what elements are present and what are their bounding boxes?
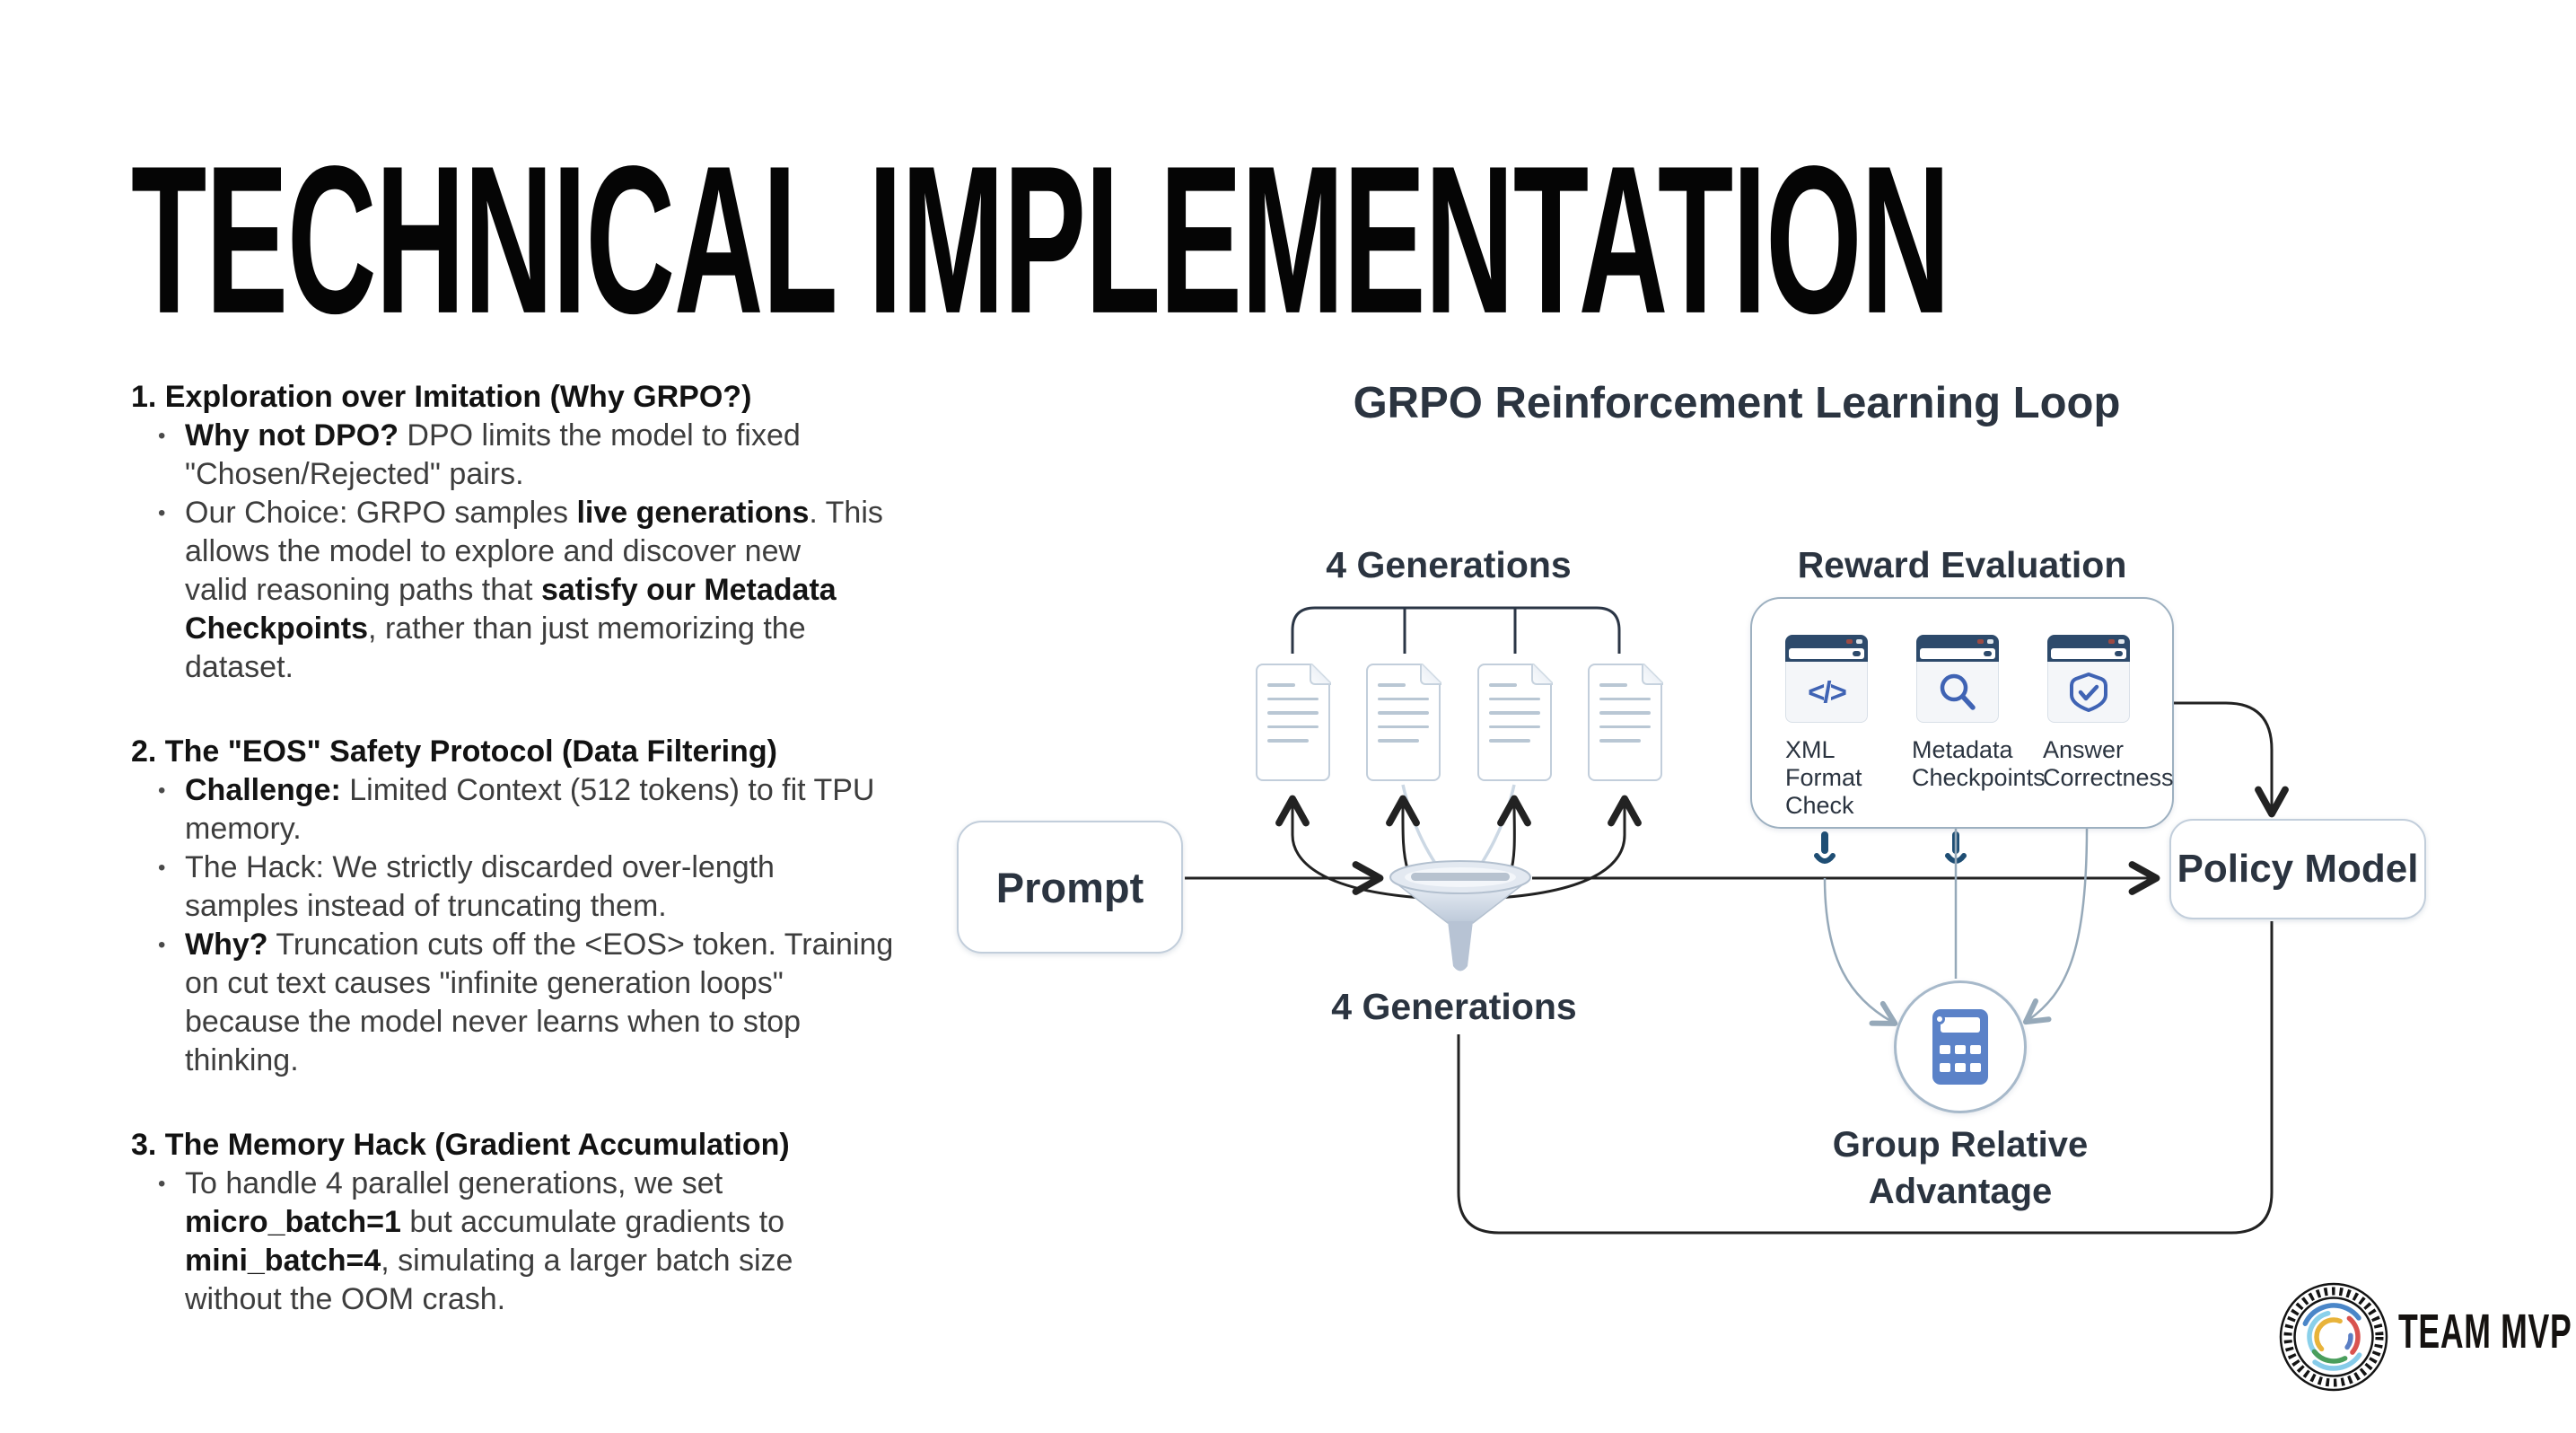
- magnifier-icon: [1940, 673, 1976, 710]
- bullet-text: The Hack: We strictly discarded over-len…: [185, 850, 775, 923]
- browser-titlebar: [2047, 635, 2130, 662]
- feedback-loop-line: [1457, 921, 2274, 1235]
- gra-label-line2: Advantage: [1868, 1172, 2053, 1211]
- reward-to-policy-arrow: [2174, 701, 2289, 818]
- funnel-icon: [1389, 860, 1531, 971]
- funnel-to-doc-arrow: [1497, 795, 1642, 900]
- code-icon: </>: [1808, 674, 1847, 708]
- generations-label-top: 4 Generations: [1326, 544, 1572, 585]
- bullet-item: • Challenge: Limited Context (512 tokens)…: [131, 771, 1029, 848]
- page-title: TECHNICAL IMPLEMENTATION: [131, 121, 1950, 357]
- diagram-title: GRPO Reinforcement Learning Loop: [1353, 379, 2121, 427]
- bullet-dot: •: [158, 501, 166, 525]
- bullet-text: Why not DPO? DPO limits the model to fix…: [185, 418, 801, 491]
- brand-name: TEAM MVP: [2398, 1305, 2572, 1358]
- gra-label-line1: Group Relative: [1832, 1125, 2089, 1165]
- text-section: 1. Exploration over Imitation (Why GRPO?…: [131, 378, 1029, 687]
- page-fold: [1309, 663, 1331, 685]
- bullet-item: • Our Choice: GRPO samples live generatio…: [131, 494, 1029, 687]
- reward-evaluation-box: </>: [1750, 597, 2174, 829]
- prompt-node: Prompt: [957, 821, 1183, 954]
- bullet-dot: •: [158, 856, 166, 880]
- metadata-checkpoints-icon: [1916, 635, 1999, 723]
- generations-bracket: [1291, 606, 1621, 654]
- reward-drop-arrow: [1814, 831, 1967, 864]
- bullet-item: • To handle 4 parallel generations, we se…: [131, 1165, 1029, 1319]
- xml-format-check-icon: </>: [1785, 635, 1868, 723]
- reward-to-gra-line: [1823, 877, 1898, 1026]
- section-heading: 2. The "EOS" Safety Protocol (Data Filte…: [131, 734, 777, 769]
- reward-item-label: Answer Correctness: [2043, 736, 2174, 791]
- generations-label-bottom: 4 Generations: [1331, 986, 1577, 1027]
- bullet-item: • Why not DPO? DPO limits the model to fi…: [131, 417, 1029, 494]
- bullet-dot: •: [158, 1172, 166, 1196]
- funnel-to-doc-arrow: [1275, 795, 1424, 900]
- calculator-icon: [1932, 1009, 1988, 1085]
- answer-correctness-icon: [2047, 635, 2130, 723]
- bullet-text: Why? Truncation cuts off the <EOS> token…: [185, 927, 894, 1077]
- left-column: 1. Exploration over Imitation (Why GRPO?…: [131, 378, 1029, 1365]
- policy-model-label: Policy Model: [2177, 847, 2419, 891]
- team-logo: [2278, 1281, 2389, 1393]
- page-fold: [1641, 663, 1663, 685]
- text-section: 3. The Memory Hack (Gradient Accumulatio…: [131, 1126, 1029, 1319]
- shield-check-icon: [2070, 672, 2107, 712]
- generation-doc-icon: [1588, 663, 1663, 781]
- bullet-dot: •: [158, 424, 166, 448]
- browser-titlebar: [1916, 635, 1999, 662]
- reward-evaluation-label: Reward Evaluation: [1797, 544, 2127, 585]
- section-heading: 1. Exploration over Imitation (Why GRPO?…: [131, 380, 752, 414]
- group-relative-advantage-node: [1894, 980, 2027, 1113]
- section-heading: 3. The Memory Hack (Gradient Accumulatio…: [131, 1128, 790, 1162]
- page-fold: [1530, 663, 1553, 685]
- prompt-label: Prompt: [995, 863, 1144, 911]
- policy-model-node: Policy Model: [2169, 819, 2426, 919]
- meander-ring-icon: [2279, 1282, 2388, 1392]
- browser-addressbar: [1920, 648, 1995, 659]
- bullet-dot: •: [158, 933, 166, 957]
- reward-to-gra-line: [2022, 828, 2089, 1025]
- bullet-item: • The Hack: We strictly discarded over-le…: [131, 848, 1029, 926]
- bullet-text: To handle 4 parallel generations, we set…: [185, 1166, 793, 1316]
- browser-addressbar: [2051, 648, 2126, 659]
- generation-doc-icon: [1477, 663, 1553, 781]
- browser-addressbar: [1789, 648, 1864, 659]
- page-fold: [1419, 663, 1441, 685]
- bullet-text: Challenge: Limited Context (512 tokens) …: [185, 773, 875, 846]
- bullet-text: Our Choice: GRPO samples live generation…: [185, 496, 883, 684]
- reward-item-label: XML Format Check: [1785, 736, 1862, 819]
- generation-doc-icon: [1256, 663, 1331, 781]
- generation-doc-icon: [1366, 663, 1441, 781]
- text-section: 2. The "EOS" Safety Protocol (Data Filte…: [131, 733, 1029, 1080]
- bullet-item: • Why? Truncation cuts off the <EOS> toke…: [131, 926, 1029, 1080]
- browser-titlebar: [1785, 635, 1868, 662]
- reward-item-label: Metadata Checkpoints: [1912, 736, 2046, 791]
- bullet-dot: •: [158, 778, 166, 803]
